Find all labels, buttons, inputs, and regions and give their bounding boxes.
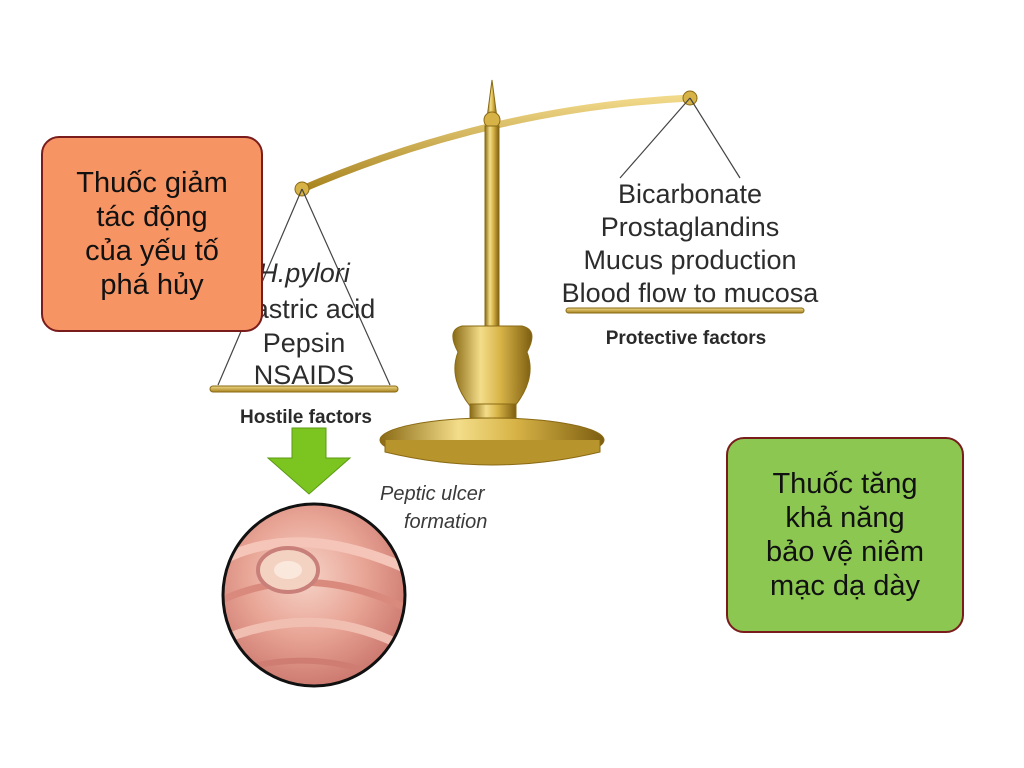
protective-item-mucus: Mucus production: [583, 245, 796, 275]
hostile-item-nsaids: NSAIDS: [254, 360, 355, 390]
hostile-item-pepsin: Pepsin: [263, 328, 346, 358]
peptic-ulcer-label-line1: Peptic ulcer: [380, 483, 486, 505]
callout-right-text: Thuốc tăng khả năng bảo vệ niêm mạc dạ d…: [766, 467, 924, 603]
scale-post: [484, 125, 500, 327]
ulcer-circle-border: [221, 502, 407, 688]
callout-reduce-hostile-factors: Thuốc giảm tác động của yếu tố phá hủy: [41, 136, 263, 332]
protective-factors-label: Protective factors: [606, 328, 767, 349]
hostile-factors-label: Hostile factors: [240, 407, 372, 428]
protective-item-blood-flow: Blood flow to mucosa: [562, 278, 820, 308]
hostile-item-hpylori: H.pylori: [258, 258, 351, 288]
protective-item-bicarbonate: Bicarbonate: [618, 179, 762, 209]
ulcer-image: [223, 504, 405, 686]
protective-item-prostaglandins: Prostaglandins: [601, 212, 780, 242]
scale-body: [452, 325, 533, 407]
down-arrow-icon: [266, 427, 352, 495]
protective-pan: [565, 307, 805, 314]
hostile-pan: [209, 385, 399, 393]
callout-increase-protection: Thuốc tăng khả năng bảo vệ niêm mạc dạ d…: [726, 437, 964, 633]
callout-left-text: Thuốc giảm tác động của yếu tố phá hủy: [76, 166, 228, 302]
peptic-ulcer-label-line2: formation: [404, 511, 487, 533]
